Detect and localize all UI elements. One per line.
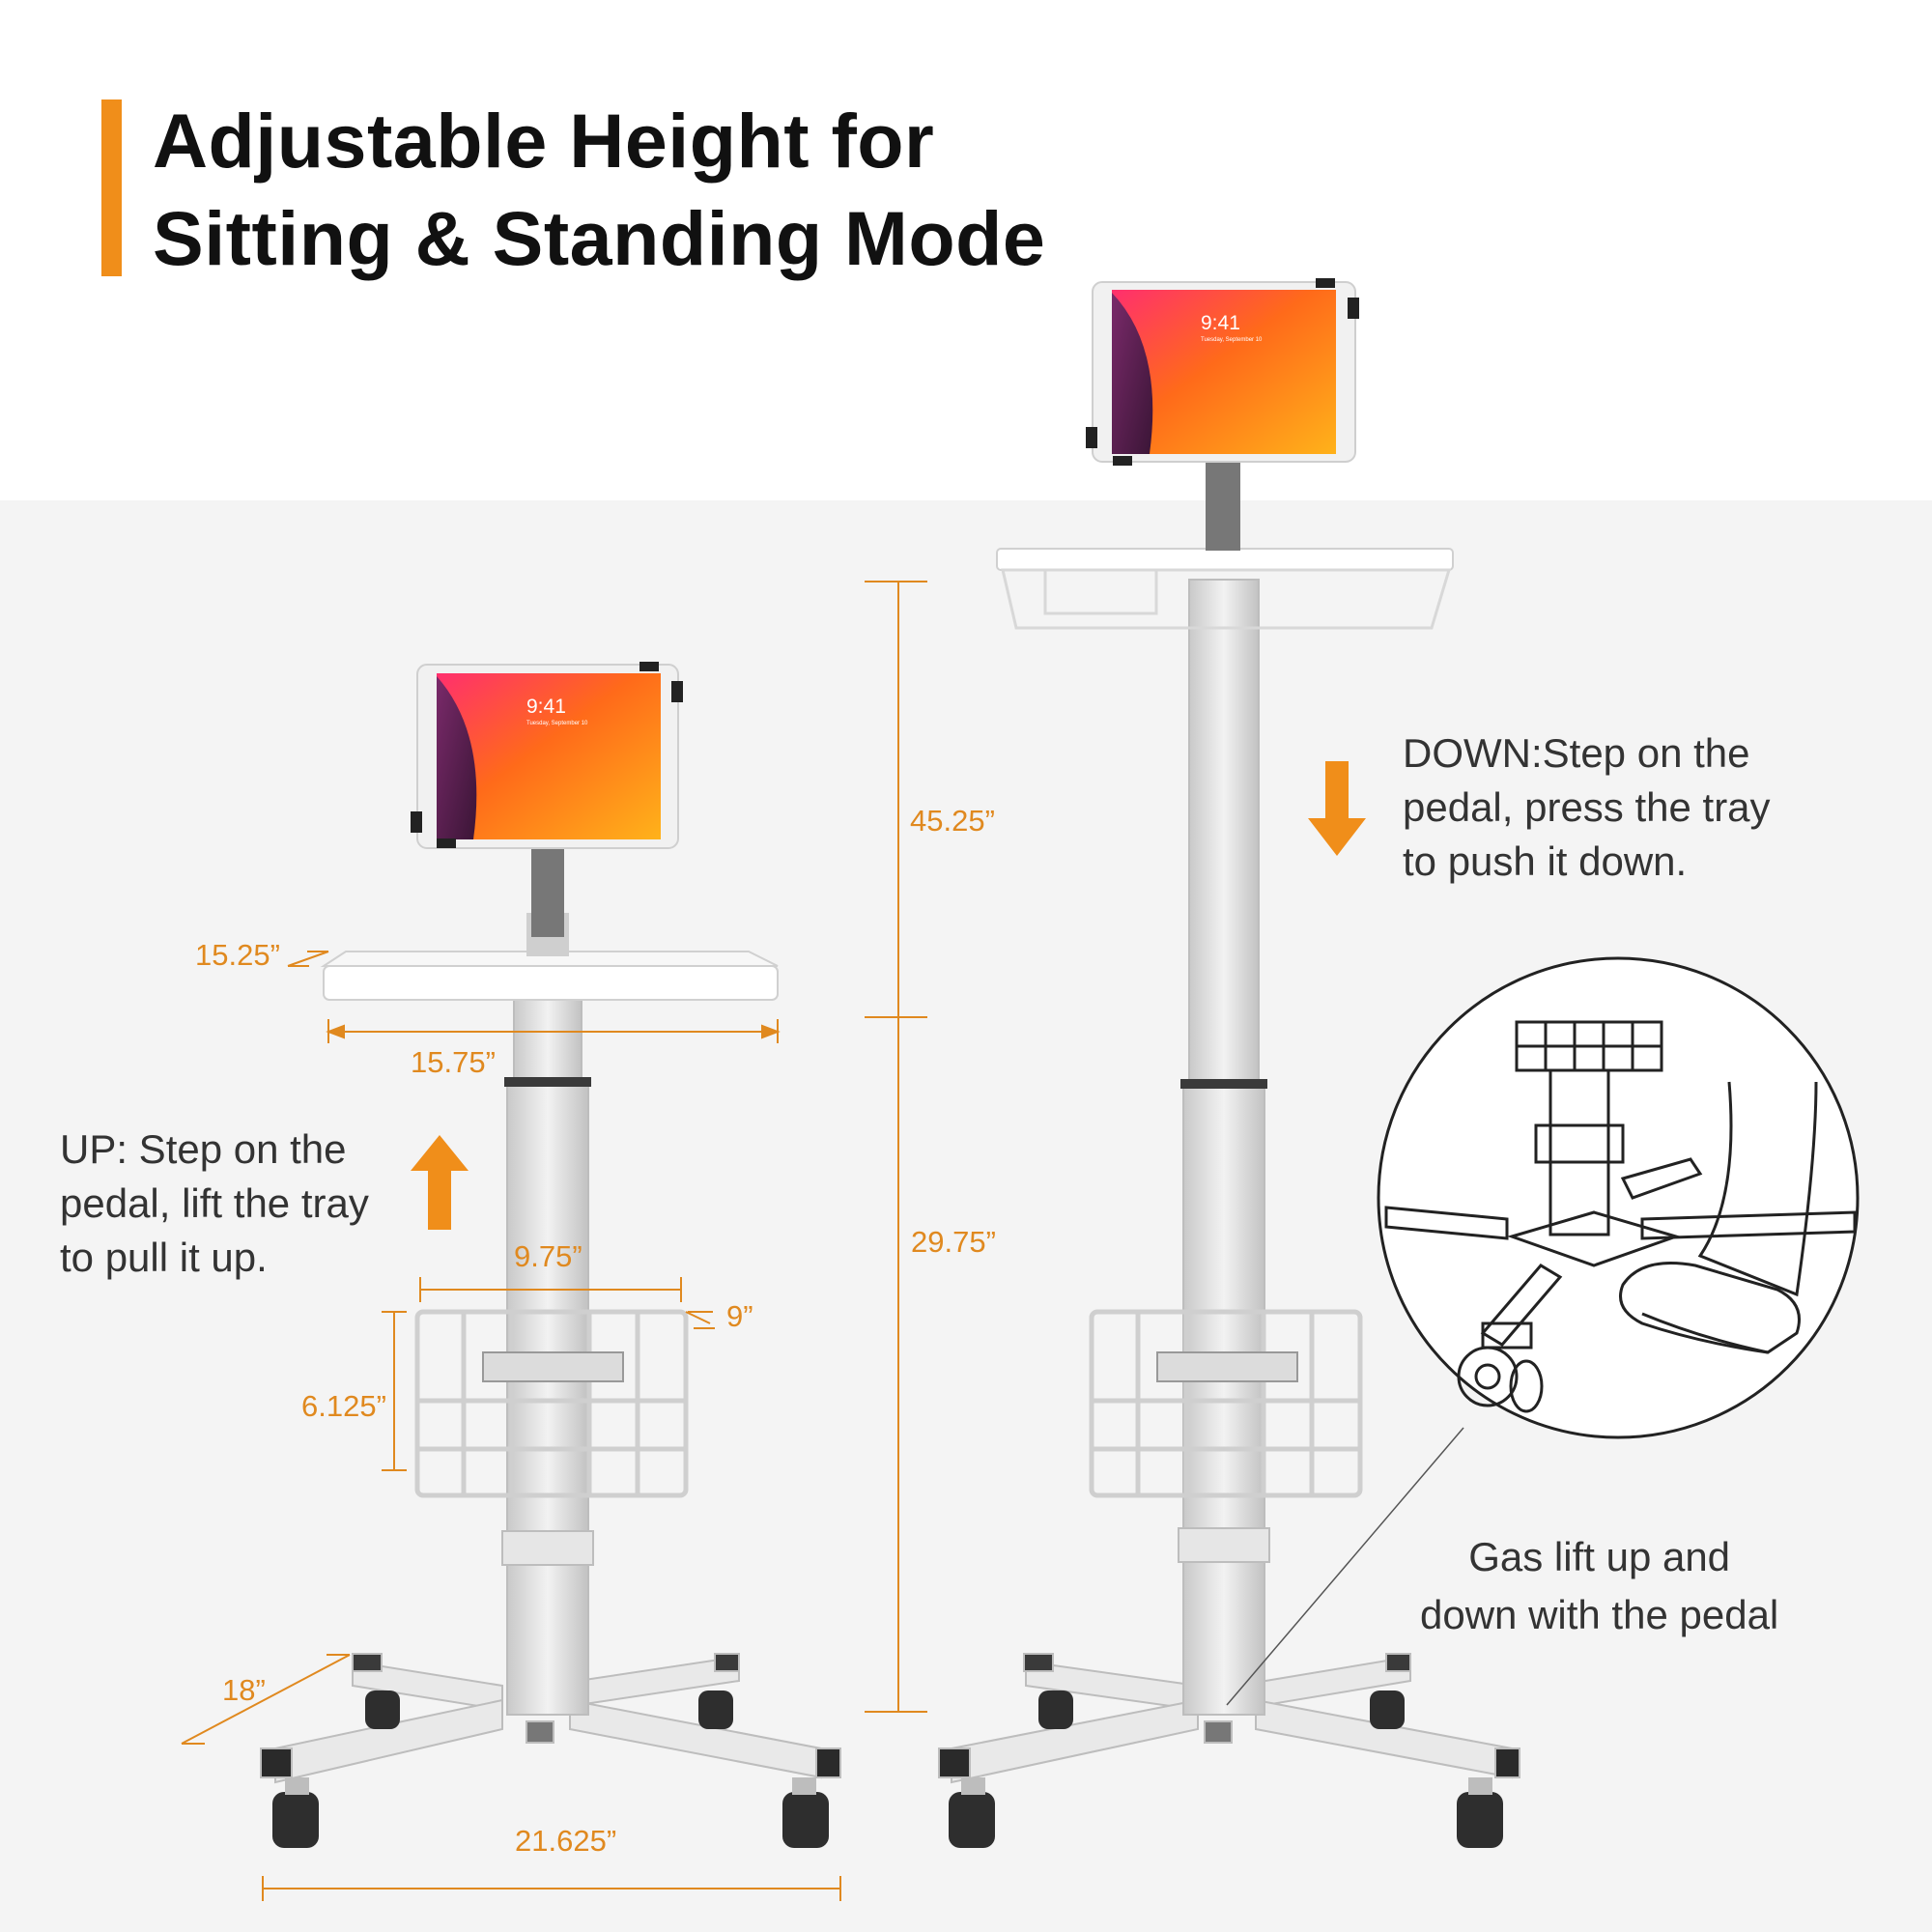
dimension-labels: 15.25” 15.75” 9.75” 9” 6.125” 18” 21.625… xyxy=(195,804,996,1858)
down-instruction-line-1: DOWN:Step on the xyxy=(1403,730,1750,776)
gas-lift-caption-line-2: down with the pedal xyxy=(1420,1592,1779,1637)
sitting-cart-basket xyxy=(414,1309,689,1498)
sitting-cart-base xyxy=(260,1653,841,1784)
down-instruction-line-2: pedal, press the tray xyxy=(1403,784,1771,830)
up-instruction-line-2: pedal, lift the tray xyxy=(60,1180,369,1226)
standing-cart-tray xyxy=(996,454,1454,630)
dim-tray-width: 15.75” xyxy=(411,1045,496,1079)
down-instruction-line-3: to push it down. xyxy=(1403,838,1688,884)
standing-cart-tablet: 9:41 Tuesday, September 10 xyxy=(1086,278,1359,466)
dim-upper-height: 45.25” xyxy=(910,804,995,838)
up-instruction-line-1: UP: Step on the xyxy=(60,1126,347,1172)
down-instruction: DOWN:Step on the pedal, press the tray t… xyxy=(1403,726,1771,889)
standing-cart-base xyxy=(938,1653,1520,1784)
dim-basket-width: 9.75” xyxy=(514,1239,582,1273)
sitting-tablet-clock: 9:41 xyxy=(526,696,566,718)
standing-tablet-date: Tuesday, September 10 xyxy=(1201,337,1263,343)
sitting-cart-pole-upper xyxy=(513,994,582,1083)
standing-tablet-clock: 9:41 xyxy=(1201,312,1240,334)
title-line-1: Adjustable Height for xyxy=(153,98,935,184)
standing-cart-basket xyxy=(1089,1309,1363,1498)
title-line-2: Sitting & Standing Mode xyxy=(153,195,1046,281)
dim-base-depth: 18” xyxy=(222,1673,266,1707)
dim-lower-height: 29.75” xyxy=(911,1225,996,1259)
dim-basket-depth: 9” xyxy=(726,1299,753,1333)
dim-basket-height: 6.125” xyxy=(301,1389,386,1423)
gas-lift-caption-line-1: Gas lift up and xyxy=(1468,1534,1731,1579)
standing-cart: 9:41 Tuesday, September 10 xyxy=(938,278,1520,1848)
arrow-down-icon xyxy=(1308,761,1366,856)
dim-tray-depth: 15.25” xyxy=(195,938,280,972)
sitting-tablet-date: Tuesday, September 10 xyxy=(526,721,588,726)
sitting-cart-tray xyxy=(320,845,779,1001)
standing-cart-pole-upper xyxy=(1188,579,1260,1088)
standing-cart-casters xyxy=(949,1690,1503,1848)
title-accent-bar xyxy=(101,99,122,276)
arrow-up-icon xyxy=(411,1135,469,1230)
dimension-lines xyxy=(181,581,927,1901)
gas-lift-caption: Gas lift up and down with the pedal xyxy=(1420,1528,1778,1644)
pedal-closeup xyxy=(1226,956,1860,1706)
sitting-cart-tablet: 9:41 Tuesday, September 10 xyxy=(411,662,683,849)
sitting-cart-casters xyxy=(272,1690,829,1848)
sitting-cart: 9:41 Tuesday, September 10 xyxy=(260,662,841,1848)
up-instruction-line-3: to pull it up. xyxy=(60,1235,268,1280)
up-instruction: UP: Step on the pedal, lift the tray to … xyxy=(60,1122,369,1285)
dim-base-width: 21.625” xyxy=(515,1824,616,1858)
